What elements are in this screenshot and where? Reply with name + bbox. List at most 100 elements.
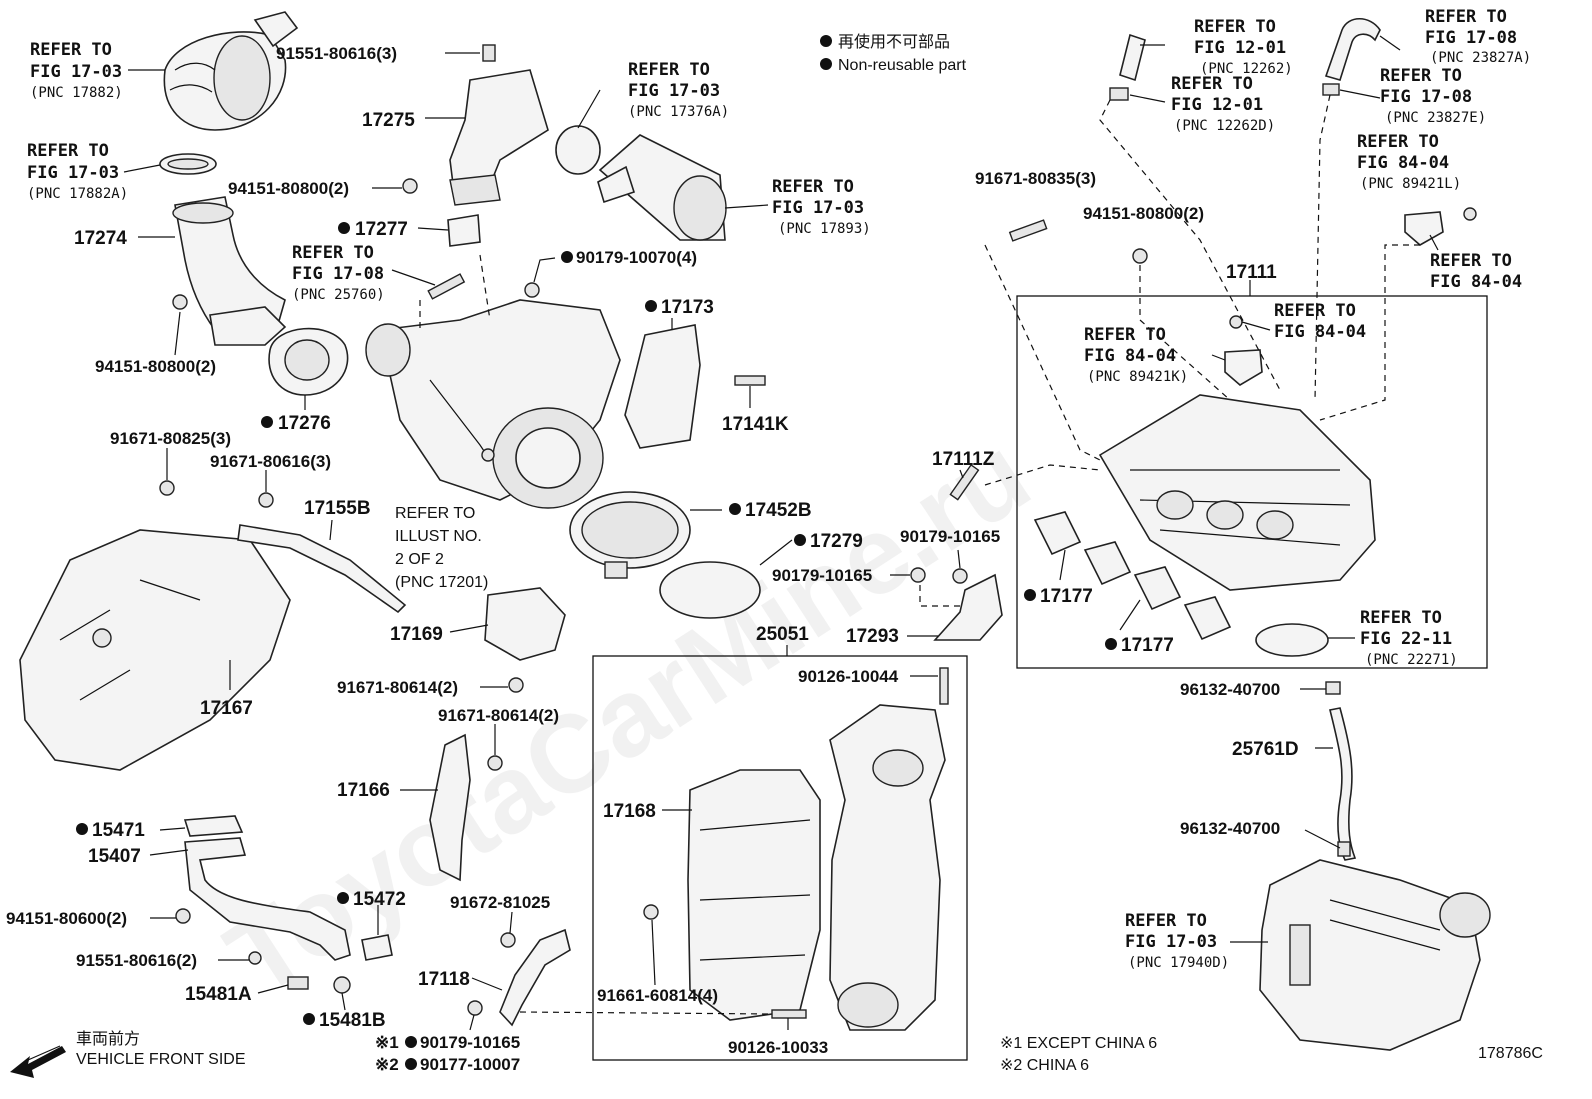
non-reusable-dot-icon [405,1036,417,1048]
bolt-91671-80614-a [508,677,524,693]
pipe-17893 [597,134,727,241]
group-box-17111 [1016,295,1488,669]
label-17118: 17118 [418,969,470,990]
front-jp: 車両前方 [76,1030,140,1048]
nut-90179-10070 [524,282,540,298]
svg-text:(PNC 12262D): (PNC 12262D) [1174,118,1275,134]
label-17111: 17111 [1226,262,1277,283]
svg-text:ILLUST NO.: ILLUST NO. [395,528,482,545]
non-reusable-dot-icon [645,300,657,312]
label-17166: 17166 [337,780,390,801]
nut-90179-10165-c [467,1000,483,1016]
note-mark-2: ※2 [375,1055,399,1074]
heat-insulator-17168 [687,769,821,1021]
bolt-sensor-b [1463,207,1477,221]
refer-12262: REFER TO FIG 12-01 (PNC 12262) [1194,17,1293,77]
gasket-22271 [1255,623,1329,657]
label-17277: 17277 [355,219,408,240]
pipe-15407 [184,837,351,961]
svg-text:FIG 17-03: FIG 17-03 [628,81,720,101]
refer-12262d: REFER TO FIG 12-01 (PNC 12262D) [1171,74,1275,134]
bolt-91671-80835 [1008,219,1048,242]
hose-clamp-17882a [159,153,217,175]
refer-89421l: REFER TO FIG 84-04 (PNC 89421L) [1357,132,1461,192]
svg-text:Non-reusable part: Non-reusable part [838,57,967,74]
sensor-89421k [1224,349,1263,386]
refer-22271: REFER TO FIG 22-11 (PNC 22271) [1360,608,1458,668]
non-reusable-dot-icon [561,251,573,263]
refer-25760: REFER TO FIG 17-08 (PNC 25760) [292,243,385,303]
partno-94151-80800-a: 94151-80800(2) [228,179,349,198]
nut-94151-b [402,178,418,194]
partno-96132-40700-b: 96132-40700 [1180,819,1280,838]
clamp-96132-a [1325,681,1341,695]
stud-25760 [427,273,466,300]
non-reusable-dot-icon [820,35,832,47]
heat-insulator-17293 [933,573,1003,641]
nut-94151-a [172,294,188,310]
svg-text:FIG 17-03: FIG 17-03 [27,163,119,183]
gasket-15472 [361,934,393,961]
partno-91672-81025: 91672-81025 [450,893,550,912]
partno-91671-80614-b: 91671-80614(2) [438,706,559,725]
hose-23827a [1322,17,1381,96]
partno-91671-80616: 91671-80616(3) [210,452,331,471]
svg-text:(PNC 17201): (PNC 17201) [395,574,488,591]
svg-text:FIG 17-08: FIG 17-08 [1425,28,1517,48]
partno-91671-80825: 91671-80825(3) [110,429,231,448]
svg-text:FIG 17-03: FIG 17-03 [772,198,864,218]
intercooler [1259,859,1491,1051]
partno-94151-80800-b: 94151-80800(2) [95,357,216,376]
clamp-96132-b [1337,841,1351,857]
partno-91551-80616-3: 91551-80616(3) [276,44,397,63]
svg-text:REFER TO: REFER TO [1194,17,1276,37]
label-17279: 17279 [810,531,863,552]
refer-89421k: REFER TO FIG 84-04 (PNC 89421K) [1084,325,1188,385]
refer-23827e: REFER TO FIG 17-08 (PNC 23827E) [1380,66,1486,126]
label-15471: 15471 [92,820,145,841]
air-hose-17882 [163,11,299,131]
svg-text:REFER TO: REFER TO [1430,251,1512,271]
bolt-91671-80614-b [487,755,503,771]
svg-text:REFER TO: REFER TO [1357,132,1439,152]
bolt-91661-60814 [643,904,659,920]
svg-text:REFER TO: REFER TO [1171,74,1253,94]
front-arrow-icon [10,1046,66,1078]
svg-text:FIG 84-04: FIG 84-04 [1357,153,1449,173]
non-reusable-dot-icon [794,534,806,546]
svg-text:(PNC 17893): (PNC 17893) [778,221,871,237]
refer-illust-17201: REFER TO ILLUST NO. 2 OF 2 (PNC 17201) [395,505,488,591]
partno-90126-10044: 90126-10044 [798,667,899,686]
nut-90179-10165-a [910,567,926,583]
dashed-lines [419,94,1420,1015]
partno-94151-80800-c: 94151-80800(2) [1083,204,1204,223]
label-15481b: 15481B [319,1010,386,1031]
refer-84-04-right: REFER TO FIG 84-04 [1430,251,1522,292]
intake-manifold-17111 [1098,394,1376,591]
partno-90179-10165-a: 90179-10165 [900,527,1000,546]
label-17177-a: 17177 [1040,586,1093,607]
svg-text:再使用不可部品: 再使用不可部品 [838,33,950,51]
note-mark-1: ※1 [375,1033,399,1052]
non-reusable-dot-icon [729,503,741,515]
label-17155b: 17155B [304,498,371,519]
partno-90179-10165-b: 90179-10165 [772,566,872,585]
svg-text:(PNC 17882): (PNC 17882) [30,85,123,101]
label-17169: 17169 [390,624,443,645]
svg-text:FIG 84-04: FIG 84-04 [1274,322,1366,342]
label-17141k: 17141K [722,414,789,435]
svg-text:REFER TO: REFER TO [1084,325,1166,345]
clamp-17452b [569,491,691,579]
refer-17940d: REFER TO FIG 17-03 (PNC 17940D) [1125,911,1229,971]
hose-25761d [1329,707,1357,861]
label-17168: 17168 [603,801,656,822]
svg-text:FIG 17-08: FIG 17-08 [292,264,384,284]
non-reusable-dot-icon [76,823,88,835]
svg-text:REFER TO: REFER TO [772,177,854,197]
partno-90126-10033: 90126-10033 [728,1038,828,1057]
svg-text:REFER TO: REFER TO [1360,608,1442,628]
label-15481a: 15481A [185,984,252,1005]
non-reusable-dot-icon [1105,638,1117,650]
refer-17893: REFER TO FIG 17-03 (PNC 17893) [772,177,871,237]
